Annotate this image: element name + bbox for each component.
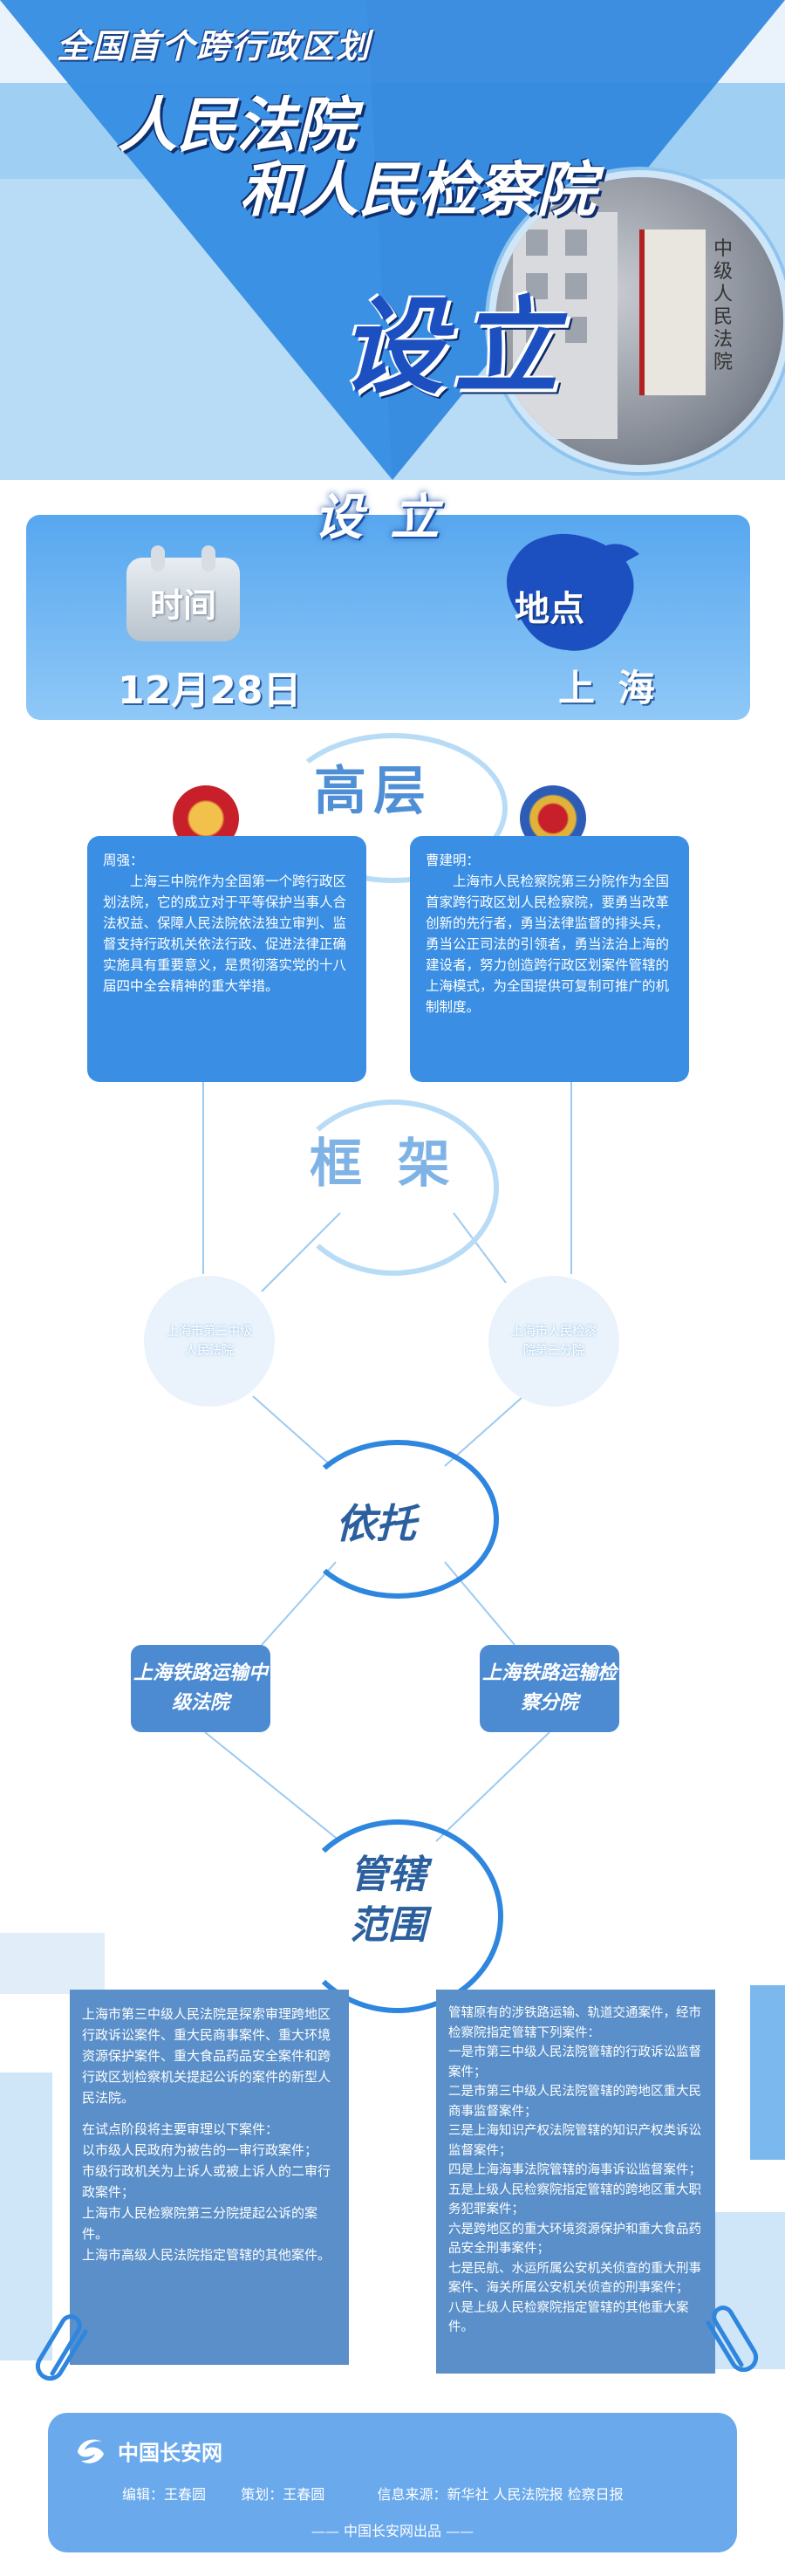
basis-section-title: 依托 [336,1500,416,1547]
scope-panel-procuratorate: 管辖原有的涉铁路运输、轨道交通案件，经市检察院指定管辖下列案件： 一是市第三中级… [436,1990,715,2374]
brand-logo-icon [78,2439,104,2463]
info-section-title: 设 立 [314,490,445,546]
scope-proc-item: 二是市第三中级人民法院管辖的跨地区重大民商事监督案件； [448,2085,701,2119]
framework-node-procuratorate: 上海市人民检察院第三分院 [488,1276,619,1407]
footer-produced-by: —— 中国长安网出品 —— [311,2523,474,2539]
source-label: 信息来源： [377,2486,447,2503]
paperclip-icon [35,2314,88,2381]
leaders-section-title: 高层 [314,761,433,822]
scope-court-item: 市级行政机关为上诉人或被上诉人的二审行政案件； [82,2163,331,2200]
scope-court-intro: 上海市第三中级人民法院是探索审理跨地区行政诉讼案件、重大民商事案件、重大环境资源… [82,2006,331,2106]
calendar-icon: 时间 [126,545,240,641]
header-triangle [0,0,785,480]
court-building-photo: 中级人民法院 [488,170,785,472]
editor-label: 编辑： [122,2486,165,2503]
leader-quote-right: 上海市人民检察院第三分院作为全国首家跨行政区划人民检察院，要勇当改革创新的先行者… [426,874,670,1015]
scope-court-item: 以市级人民政府为被告的一审行政案件； [82,2142,318,2158]
time-label: 时间 [149,586,216,625]
scope-ring-decoration [292,1819,503,2013]
scope-section-title: 管辖范围 [350,1853,427,1948]
event-place: 上 海 [558,667,660,709]
planner-name: 王春圆 [283,2486,325,2503]
footer-panel: 中国长安网 编辑：王春圆 策划：王春圆 信息来源：新华社 人民法院报 检察日报 … [48,2413,737,2552]
planner-label: 策划： [241,2486,283,2503]
header-title-line1: 人民法院 [118,92,356,161]
scope-proc-item: 四是上海海事法院管辖的海事诉讼监督案件； [448,2163,701,2177]
framework-section-title: 框 架 [310,1134,459,1195]
footer-credits: 编辑：王春圆 策划：王春圆 信息来源：新华社 人民法院报 检察日报 [122,2483,624,2504]
leader-name-right: 曹建明： [426,853,481,868]
scope-proc-item: 六是跨地区的重大环境资源保护和重大食品药品安全刑事案件； [448,2222,701,2257]
leader-card-left: 周强： 上海三中院作为全国第一个跨行政区划法院，它的成立对于平等保护当事人合法权… [87,836,366,1082]
leaders-ring-decoration [279,733,508,883]
scope-court-item: 上海市人民检察院第三分院提起公诉的案件。 [82,2205,318,2242]
scope-court-item: 上海市高级人民法院指定管辖的其他案件。 [82,2247,331,2263]
scope-proc-intro: 管辖原有的涉铁路运输、轨道交通案件，经市检察院指定管辖下列案件： [448,2006,701,2040]
source-text: 新华社 人民法院报 检察日报 [447,2486,624,2503]
footer-brand: 中国长安网 [118,2440,222,2465]
editor-name: 王春圆 [164,2486,207,2503]
scope-panel-court: 上海市第三中级人民法院是探索审理跨地区行政诉讼案件、重大民商事案件、重大环境资源… [70,1990,349,2365]
header-banner: 中级人民法院 全国首个跨行政区划 人民法院 和人民检察院 设立 [0,0,785,480]
scope-proc-item: 三是上海知识产权法院管辖的知识产权类诉讼监督案件； [448,2124,701,2158]
scope-proc-item: 七是民航、水运所属公安机关侦查的重大刑事案件、海关所属公安机关侦查的刑事案件； [448,2261,701,2296]
photo-sign: 中级人民法院 [713,238,734,373]
framework-ring-decoration [288,1100,499,1276]
header-subtitle: 全国首个跨行政区划 [57,27,372,65]
paperclip-icon [706,2305,759,2373]
scope-proc-item: 一是市第三中级人民法院管辖的行政诉讼监督案件； [448,2045,701,2079]
place-label: 地点 [515,589,584,629]
leader-card-right: 曹建明： 上海市人民检察院第三分院作为全国首家跨行政区划人民检察院，要勇当改革创… [410,836,689,1082]
event-date: 12月28日 [118,668,302,713]
basis-node-procuratorate: 上海铁路运输检察分院 [480,1645,619,1732]
basis-ring-decoration [297,1440,499,1599]
scope-proc-item: 八是上级人民检察院指定管辖的其他重大案件。 [448,2300,689,2335]
framework-node-court: 上海市第三中级人民法院 [144,1276,275,1407]
header-title-line2: 和人民检察院 [240,156,597,225]
shanghai-map-icon [506,533,639,651]
header-big-word: 设立 [340,287,567,408]
basis-node-court: 上海铁路运输中级法院 [131,1645,270,1732]
scope-proc-item: 五是上级人民检察院指定管辖的跨地区重大职务犯罪案件； [448,2182,701,2217]
scope-court-item: 在试点阶段将主要审理以下案件： [82,2121,279,2137]
leader-quote-left: 上海三中院作为全国第一个跨行政区划法院，它的成立对于平等保护当事人合法权益、保障… [103,874,347,994]
leader-name-left: 周强： [103,853,144,868]
